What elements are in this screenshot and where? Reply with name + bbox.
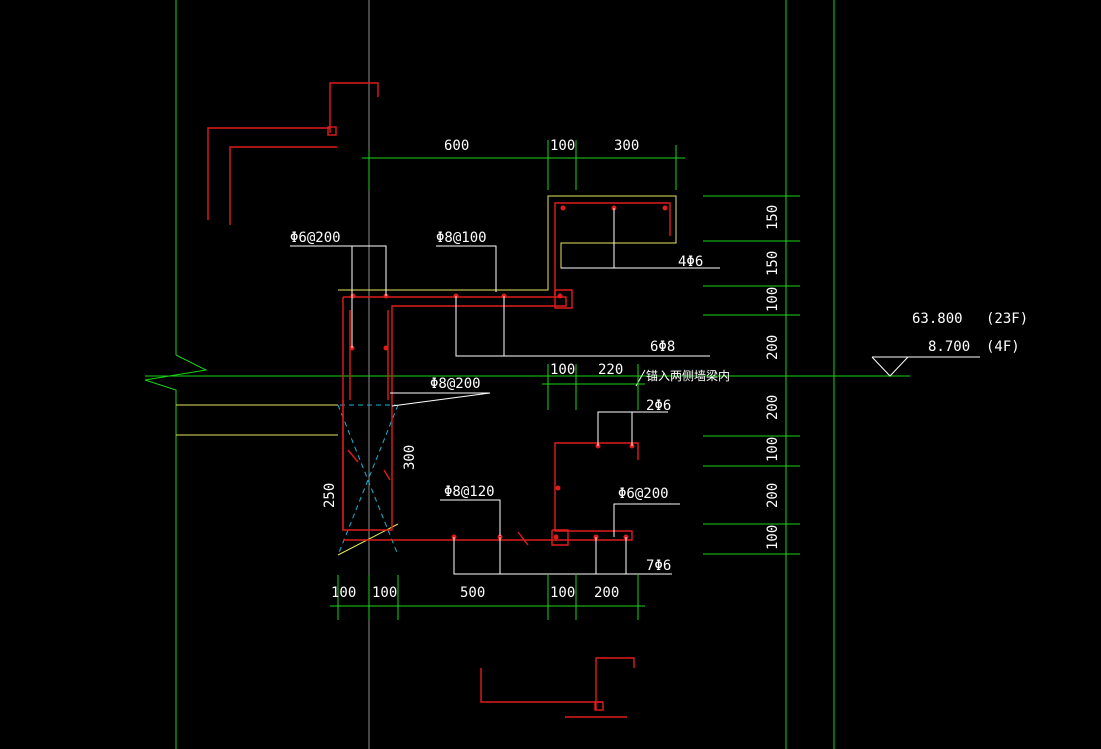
label-lower-corner: 2Φ6: [646, 398, 671, 414]
label-anchor-note: 锚入两侧墙梁内: [646, 368, 730, 383]
label-middle-bars: 6Φ8: [650, 339, 675, 355]
label-bottom-count: 7Φ6: [646, 558, 671, 574]
dim-right-6: 100: [765, 437, 781, 462]
dim-bot-4: 100: [550, 585, 575, 601]
dim-right-5: 200: [765, 395, 781, 420]
leader-lines: [290, 208, 720, 575]
hidden-lines: [337, 404, 399, 556]
dim-bot-5: 200: [594, 585, 619, 601]
elevation-value-1: 63.800: [912, 311, 963, 327]
elevation-floor-1: (23F): [986, 311, 1028, 327]
dim-left-250: 250: [322, 483, 338, 508]
wall-slab: [176, 404, 338, 436]
dim-bot-1: 100: [331, 585, 356, 601]
dim-right-2: 150: [765, 251, 781, 276]
label-top-bars: Φ8@100: [436, 230, 487, 246]
dim-right-1: 150: [765, 205, 781, 230]
dim-mid-1: 100: [550, 362, 575, 378]
label-middle-stirrup: Φ8@200: [430, 376, 481, 392]
label-bottom-stirrup: Φ6@200: [618, 486, 669, 502]
elevation-floor-2: (4F): [986, 339, 1020, 355]
dim-right-4: 200: [765, 335, 781, 360]
detail-symbols: [207, 82, 635, 718]
dim-right-3: 100: [765, 287, 781, 312]
rebar: [342, 202, 671, 546]
dim-bot-2: 100: [372, 585, 397, 601]
dim-bot-3: 500: [460, 585, 485, 601]
dim-right-7: 200: [765, 483, 781, 508]
label-stirrup-left: Φ6@200: [290, 230, 341, 246]
section-outline: [338, 195, 677, 291]
dim-right-8: 100: [765, 525, 781, 550]
elevation-value-2: 8.700: [928, 339, 970, 355]
label-upper-corner: 4Φ6: [678, 254, 703, 270]
dimension-lines: [330, 140, 980, 620]
grid-lines: [144, 0, 835, 749]
dim-top-1: 600: [444, 138, 469, 154]
dim-left-300: 300: [402, 445, 418, 470]
label-bottom-bars: Φ8@120: [444, 484, 495, 500]
dim-top-3: 300: [614, 138, 639, 154]
dim-mid-2: 220: [598, 362, 623, 378]
dim-top-2: 100: [550, 138, 575, 154]
